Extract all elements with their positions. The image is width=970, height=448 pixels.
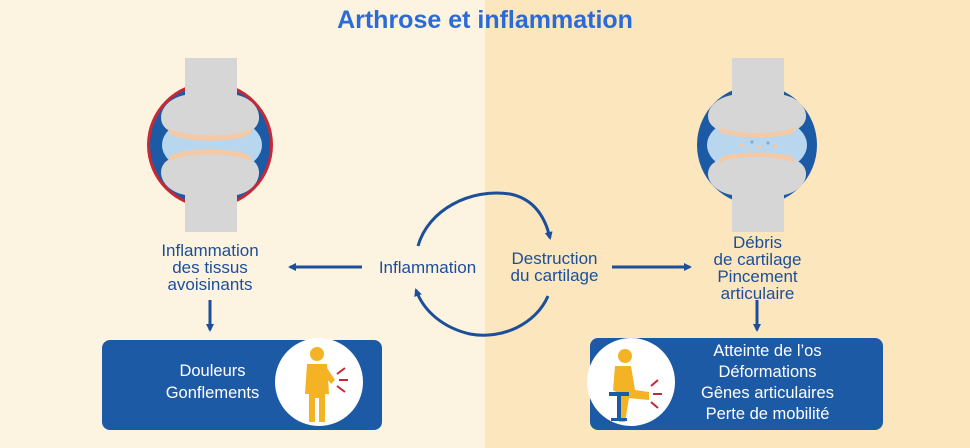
tissue-inflammation-label: Inflammation des tissus avoisinants [140, 242, 280, 293]
debris-label: Débris de cartilage Pincement articulair… [695, 234, 820, 302]
cycle-arrow-bottom [416, 290, 548, 335]
arthritic-joint-illustration [697, 58, 817, 232]
tissue-label-line: des tissus [140, 259, 280, 276]
knee-pain-person-icon [585, 332, 677, 432]
pain-box-line: Gonflements [150, 382, 275, 404]
bone-box-line: Gênes articulaires [680, 383, 855, 404]
destruction-label-line: du cartilage [497, 267, 612, 284]
debris-label-line: articulaire [695, 285, 820, 302]
healthy-joint-illustration [147, 58, 273, 232]
debris-label-line: Débris [695, 234, 820, 251]
bone-box-text: Atteinte de l’os Déformations Gênes arti… [680, 341, 855, 425]
debris-label-line: Pincement [695, 268, 820, 285]
tissue-label-line: avoisinants [140, 276, 280, 293]
destruction-label-line: Destruction [497, 250, 612, 267]
cycle-arrow-top [418, 193, 550, 246]
pain-box-line: Douleurs [150, 360, 275, 382]
bone-box-line: Déformations [680, 362, 855, 383]
inflammation-label: Inflammation [365, 259, 490, 276]
bone-box-line: Atteinte de l’os [680, 341, 855, 362]
debris-label-line: de cartilage [695, 251, 820, 268]
cartilage-destruction-label: Destruction du cartilage [497, 250, 612, 284]
bone-box-line: Perte de mobilité [680, 404, 855, 425]
pain-box-text: Douleurs Gonflements [150, 360, 275, 404]
tissue-label-line: Inflammation [140, 242, 280, 259]
back-pain-person-icon [273, 332, 365, 432]
